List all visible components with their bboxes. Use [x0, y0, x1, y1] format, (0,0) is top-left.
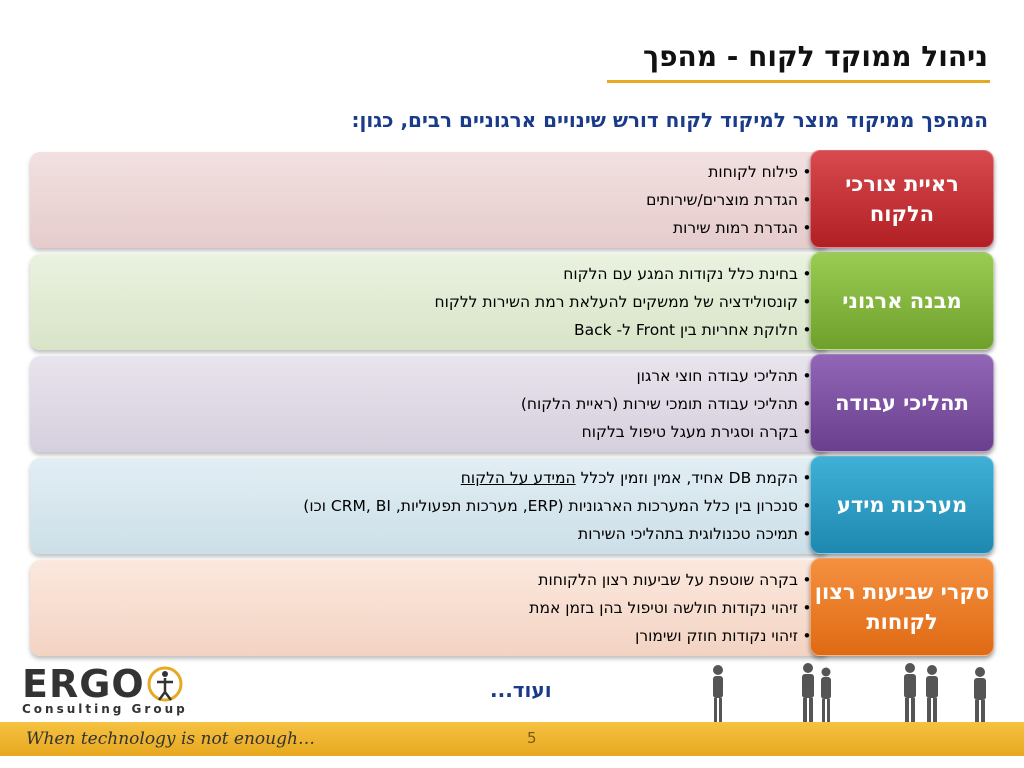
- row-panel: •בחינת כלל נקודות המגע עם הלקוח •קונסולי…: [30, 254, 830, 350]
- more-text: ועוד...: [490, 678, 552, 702]
- footer-bar: [0, 722, 1024, 756]
- row-customer-needs: •פילוח לקוחות •הגדרת מוצרים/שירותים •הגד…: [30, 150, 994, 248]
- row-panel: •תהליכי עבודה חוצי ארגון •תהליכי עבודה ת…: [30, 356, 830, 452]
- row-label: מערכות מידע: [810, 456, 994, 554]
- row-info-systems: •הקמת DB אחיד, אמין וזמין לכלל המידע על …: [30, 456, 994, 554]
- list-item: •בחינת כלל נקודות המגע עם הלקוח: [563, 265, 812, 283]
- list-item: •הגדרת מוצרים/שירותים: [646, 191, 812, 209]
- list-item: •בקרה שוטפת על שביעות רצון הלקוחות: [538, 571, 812, 589]
- ergo-logo: ERGO Consulting Group: [22, 664, 222, 716]
- list-item: •זיהוי נקודות חולשה וטיפול בהן בזמן אמת: [529, 599, 812, 617]
- bullet-list: •בקרה שוטפת על שביעות רצון הלקוחות •זיהו…: [46, 566, 816, 650]
- row-panel: •בקרה שוטפת על שביעות רצון הלקוחות •זיהו…: [30, 560, 830, 656]
- business-people-silhouettes: [713, 663, 986, 724]
- slide-subtitle: המהפך ממיקוד מוצר למיקוד לקוח דורש שינוי…: [351, 108, 988, 132]
- row-org-structure: •בחינת כלל נקודות המגע עם הלקוח •קונסולי…: [30, 252, 994, 350]
- bullet-list: •הקמת DB אחיד, אמין וזמין לכלל המידע על …: [46, 464, 816, 548]
- list-item: •תהליכי עבודה תומכי שירות (ראיית הלקוח): [520, 395, 812, 413]
- bullet-list: •תהליכי עבודה חוצי ארגון •תהליכי עבודה ת…: [46, 362, 816, 446]
- row-label: ראיית צורכי הלקוח: [810, 150, 994, 248]
- page-number: 5: [527, 729, 537, 747]
- bullet-list: •פילוח לקוחות •הגדרת מוצרים/שירותים •הגד…: [46, 158, 816, 242]
- bullet-list: •בחינת כלל נקודות המגע עם הלקוח •קונסולי…: [46, 260, 816, 344]
- row-label: סקרי שביעות רצון לקוחות: [810, 558, 994, 656]
- row-work-processes: •תהליכי עבודה חוצי ארגון •תהליכי עבודה ת…: [30, 354, 994, 452]
- list-item: •קונסולידציה של ממשקים להעלאת רמת השירות…: [434, 293, 812, 311]
- row-satisfaction-surveys: •בקרה שוטפת על שביעות רצון הלקוחות •זיהו…: [30, 558, 994, 656]
- list-item: •בקרה וסגירת מעגל טיפול בלקוח: [581, 423, 812, 441]
- logo-main-text: ERGO: [22, 662, 145, 706]
- list-item: •תמיכה טכנולוגית בתהליכי השירות: [578, 525, 812, 543]
- list-item: •תהליכי עבודה חוצי ארגון: [636, 367, 812, 385]
- list-item: •זיהוי נקודות חוזק ושימורן: [635, 627, 812, 645]
- list-item: •הגדרת רמות שירות: [672, 219, 812, 237]
- list-item: •פילוח לקוחות: [708, 163, 812, 181]
- row-panel: •הקמת DB אחיד, אמין וזמין לכלל המידע על …: [30, 458, 830, 554]
- logo-sub-text: Consulting Group: [22, 702, 188, 716]
- row-label: מבנה ארגוני: [810, 252, 994, 350]
- list-item: •סנכרון בין כלל המערכות הארגוניות (ERP, …: [303, 497, 812, 515]
- list-item: •חלוקת אחריות בין Front ל- Back: [573, 321, 812, 339]
- row-panel: •פילוח לקוחות •הגדרת מוצרים/שירותים •הגד…: [30, 152, 830, 248]
- title-underline: [607, 80, 990, 83]
- footer-tagline: When technology is not enough…: [26, 729, 315, 749]
- logo-figure-icon: [147, 666, 183, 702]
- list-item: •הקמת DB אחיד, אמין וזמין לכלל המידע על …: [460, 469, 812, 487]
- row-label: תהליכי עבודה: [810, 354, 994, 452]
- slide-title: ניהול ממוקד לקוח - מהפך: [642, 40, 988, 73]
